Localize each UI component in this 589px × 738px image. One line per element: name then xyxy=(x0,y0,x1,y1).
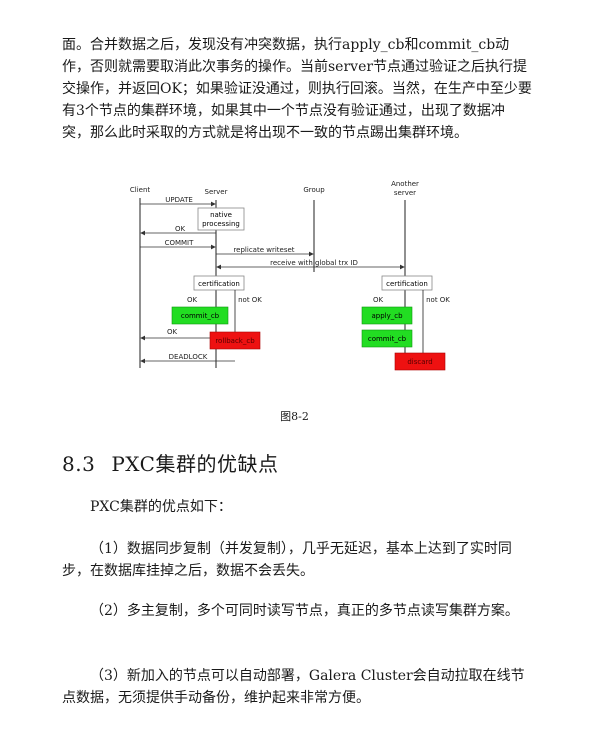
advantage-item: （2）多主复制，多个可同时读写节点，真正的多节点读写集群方案。 xyxy=(90,603,519,619)
rollback-cb-label: rollback_cb xyxy=(215,337,255,345)
discard-box xyxy=(394,352,446,371)
notok-branch-right: not OK xyxy=(426,296,450,304)
client-label: Client xyxy=(130,186,151,194)
another-server-label-2: server xyxy=(394,189,416,197)
ok-label-2: OK xyxy=(167,328,178,336)
ok-label-1: OK xyxy=(175,225,186,233)
intro-line: PXC集群的优点如下： xyxy=(90,499,232,515)
receive-label: receive with global trx ID xyxy=(270,259,358,267)
certification-box-right xyxy=(381,275,433,291)
replication-sequence-diagram: Client Server Group Another server UPDAT… xyxy=(130,180,450,371)
native-processing-label-1: native xyxy=(210,211,232,219)
certification-label-right: certification xyxy=(386,280,428,288)
commit-cb-box-left xyxy=(171,306,229,325)
section-number: 8.3 xyxy=(62,452,96,476)
section-heading: 8.3 PXC集群的优缺点 xyxy=(62,448,278,477)
advantage-item: （3）新加入的节点可以自动部署，Galera Cluster会自动拉取在线节点数… xyxy=(62,668,525,706)
deadlock-label: DEADLOCK xyxy=(169,353,208,361)
group-label: Group xyxy=(303,186,325,194)
native-processing-box xyxy=(197,207,245,231)
native-processing-label-2: processing xyxy=(202,220,240,228)
figure-caption: 图8-2 xyxy=(280,410,309,423)
section-title: PXC集群的优缺点 xyxy=(111,452,279,476)
server-label: Server xyxy=(205,188,228,196)
apply-cb-box xyxy=(361,306,413,325)
advantage-item: （1）数据同步复制（并发复制），几乎无延迟，基本上达到了实时同步，在数据库挂掉之… xyxy=(62,541,512,579)
another-server-label-1: Another xyxy=(391,180,419,188)
discard-label: discard xyxy=(407,358,432,366)
update-label: UPDATE xyxy=(165,196,193,204)
rollback-cb-box xyxy=(209,331,261,350)
ok-branch-right: OK xyxy=(373,296,384,304)
ok-branch-left: OK xyxy=(187,296,198,304)
commit-cb-box-right xyxy=(361,329,413,348)
certification-label-left: certification xyxy=(198,280,240,288)
commit-cb-label-right: commit_cb xyxy=(368,335,407,343)
commit-cb-label-left: commit_cb xyxy=(181,312,220,320)
body-paragraph: 面。合并数据之后，发现没有冲突数据，执行apply_cb和commit_cb动作… xyxy=(62,37,532,141)
certification-box-left xyxy=(193,275,245,291)
replicate-label: replicate writeset xyxy=(233,246,294,254)
notok-branch-left: not OK xyxy=(238,296,262,304)
commit-label: COMMIT xyxy=(165,239,195,247)
apply-cb-label: apply_cb xyxy=(371,312,403,320)
